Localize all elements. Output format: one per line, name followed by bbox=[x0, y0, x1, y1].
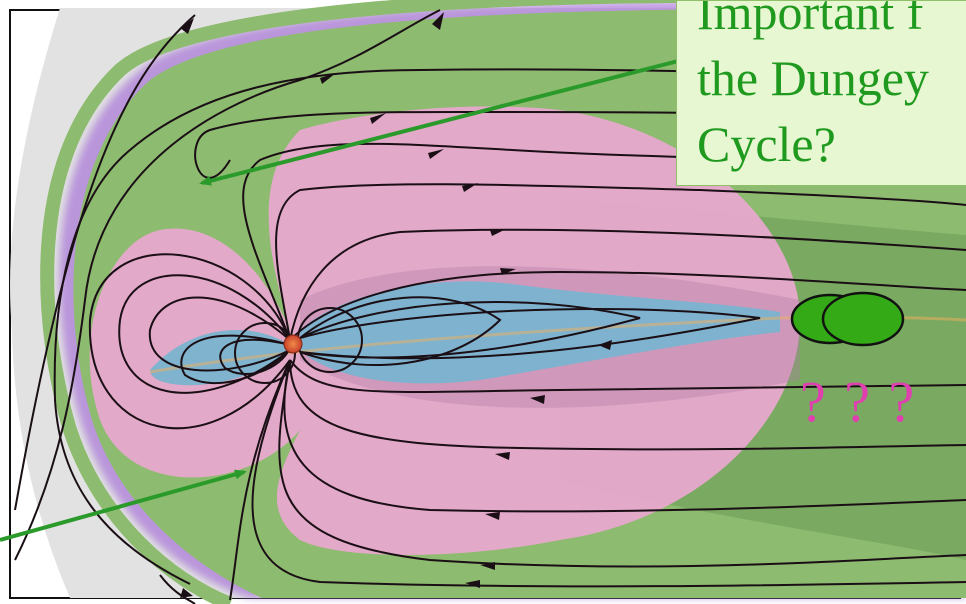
outer-lobe-edge bbox=[40, 0, 966, 604]
callout-text: Important f the Dungey Cycle? bbox=[697, 0, 929, 177]
planet bbox=[283, 334, 303, 354]
unknown-question-marks: ? ? ? bbox=[800, 369, 917, 434]
pointer-arrow-lower bbox=[0, 469, 247, 542]
callout-box: Important f the Dungey Cycle? bbox=[676, 0, 966, 186]
callout-line-3: Cycle? bbox=[697, 116, 836, 172]
pointer-arrow-upper bbox=[199, 56, 691, 186]
callout-line-1: Important f bbox=[697, 0, 924, 40]
plasmoid-oval-2 bbox=[821, 291, 905, 347]
callout-line-2: the Dungey bbox=[697, 50, 929, 106]
field-line-arrowheads bbox=[180, 12, 612, 598]
